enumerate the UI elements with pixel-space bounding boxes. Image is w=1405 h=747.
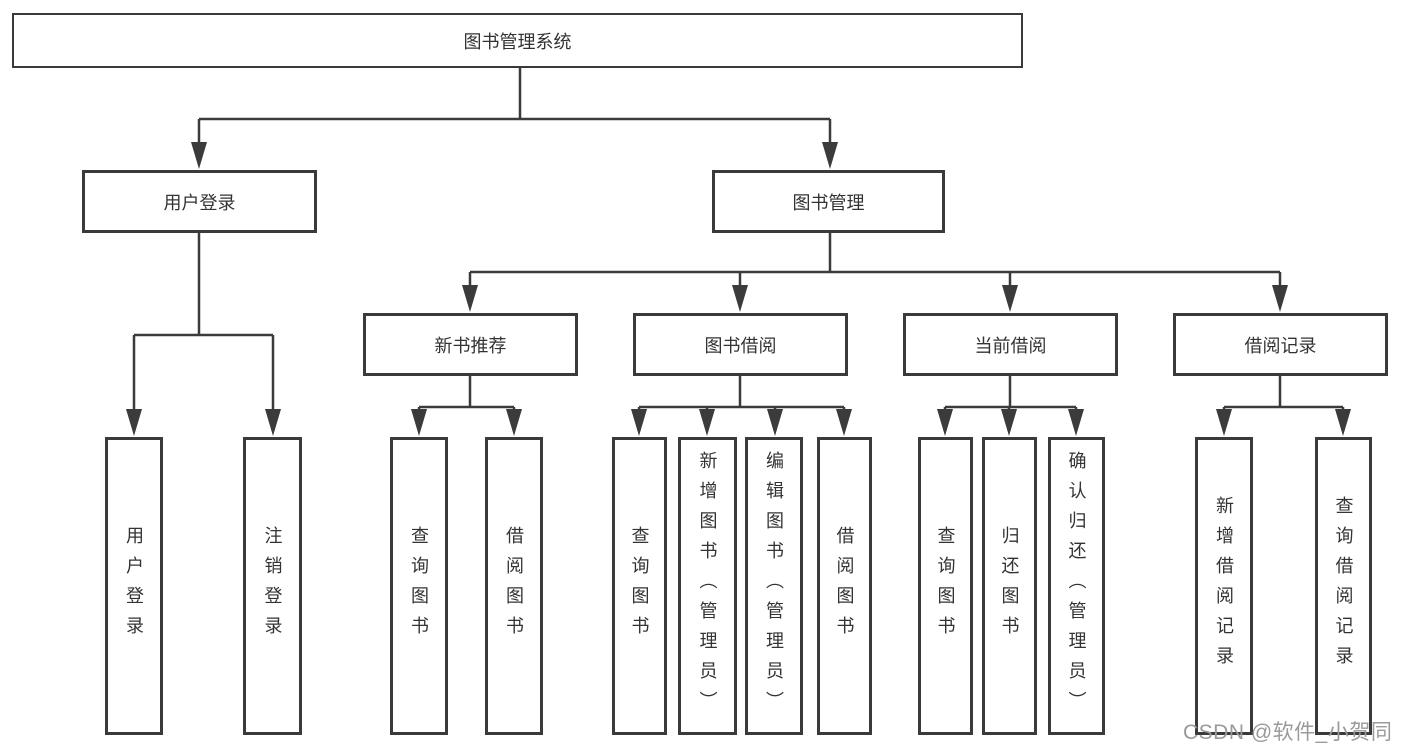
csdn-watermark: CSDN @软件_小贺同学 bbox=[1183, 721, 1393, 744]
leaf-logout: 注销登录 bbox=[243, 437, 302, 735]
leaf-return-books: 归还图书 bbox=[982, 437, 1037, 735]
leaf-query-books-current: 查询图书 bbox=[918, 437, 973, 735]
leaf-edit-books-admin: 编辑图书（管理员） bbox=[745, 437, 803, 735]
leaf-borrow-books-borrowing: 借阅图书 bbox=[817, 437, 872, 735]
leaf-query-books-borrowing: 查询图书 bbox=[612, 437, 667, 735]
leaf-add-books-admin: 新增图书（管理员） bbox=[678, 437, 737, 735]
node-new-book-recommend: 新书推荐 bbox=[363, 313, 578, 376]
leaf-confirm-return-admin: 确认归还（管理员） bbox=[1048, 437, 1105, 735]
node-book-management: 图书管理 bbox=[712, 170, 945, 233]
leaf-borrow-books-recommend: 借阅图书 bbox=[485, 437, 543, 735]
leaf-query-borrow-record: 查询借阅记录 bbox=[1315, 437, 1372, 735]
node-borrowing-records: 借阅记录 bbox=[1173, 313, 1388, 376]
leaf-query-books-recommend: 查询图书 bbox=[390, 437, 448, 735]
node-current-borrowing: 当前借阅 bbox=[903, 313, 1118, 376]
node-library-management-system: 图书管理系统 bbox=[12, 13, 1023, 68]
node-book-borrowing: 图书借阅 bbox=[633, 313, 848, 376]
leaf-add-borrow-record: 新增借阅记录 bbox=[1195, 437, 1253, 735]
leaf-user-login: 用户登录 bbox=[105, 437, 163, 735]
node-user-login: 用户登录 bbox=[82, 170, 317, 233]
